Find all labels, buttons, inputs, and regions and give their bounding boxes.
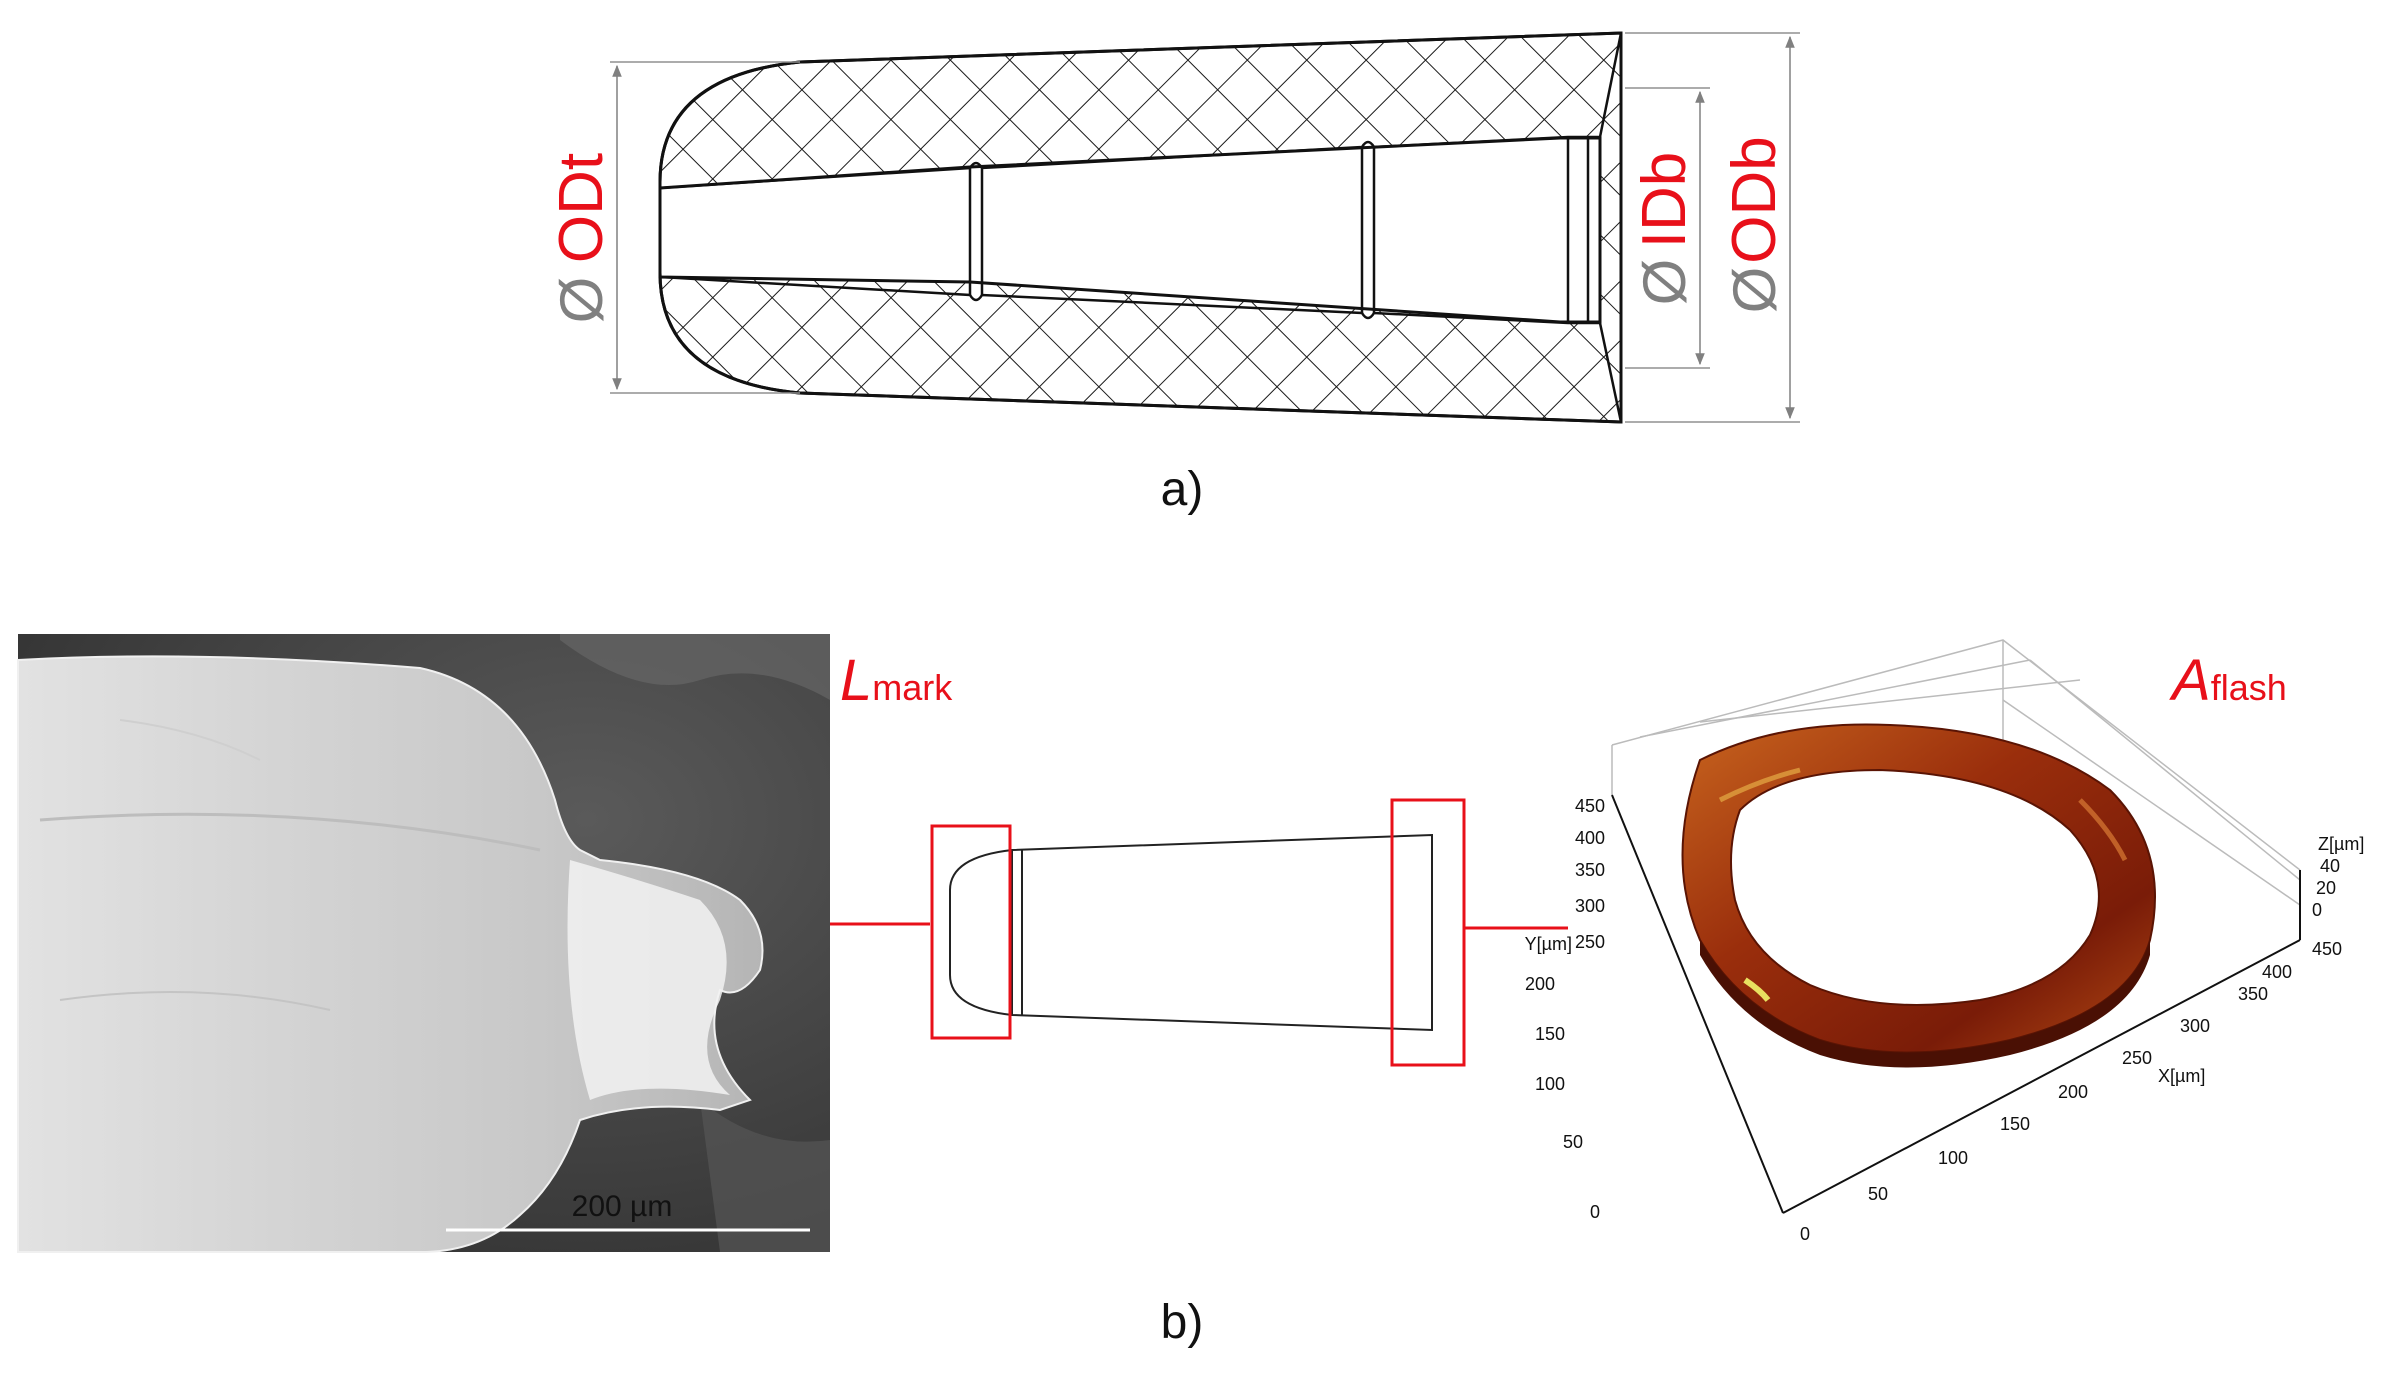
x-tick-400: 400: [2262, 962, 2292, 982]
x-tick-200: 200: [2058, 1082, 2088, 1102]
y-tick-0: 0: [1590, 1202, 1600, 1222]
label-idb: IDb: [1630, 152, 1699, 248]
label-a-flash: Aflash: [2169, 648, 2287, 713]
x-tick-250: 250: [2122, 1048, 2152, 1068]
x-tick-350: 350: [2238, 984, 2268, 1004]
part-cross-section: [658, 31, 1623, 424]
x-axis-label: X[µm]: [2158, 1066, 2205, 1086]
dimension-id-base: Ø IDb: [1625, 87, 1710, 369]
part-outline-schematic: [949, 833, 1433, 1032]
y-tick-50: 50: [1563, 1132, 1583, 1152]
l-mark-main: L: [840, 648, 872, 713]
z-axis-label: Z[µm]: [2318, 834, 2364, 854]
hatched-wall: [658, 31, 1623, 424]
plot-3d-box: [1611, 639, 2301, 940]
y-axis-label: Y[µm]: [1525, 934, 1572, 954]
sem-micrograph: 200 µm: [17, 634, 830, 1253]
x-tick-450: 450: [2312, 939, 2342, 959]
x-tick-150: 150: [2000, 1114, 2030, 1134]
label-odb: ODb: [1720, 136, 1789, 263]
y-tick-200: 200: [1525, 974, 1555, 994]
panel-b: 200 µm Lmark Aflash: [17, 634, 2364, 1349]
y-tick-250: 250: [1575, 932, 1605, 952]
svg-text:Lmark: Lmark: [840, 648, 953, 713]
bore-outline: [658, 32, 1623, 423]
x-tick-300: 300: [2180, 1016, 2210, 1036]
dimension-od-tip: Ø ODt: [547, 61, 800, 394]
a-flash-main: A: [2169, 648, 2211, 713]
z-axis-ticks: 0 20 40 Z[µm]: [2312, 834, 2364, 920]
dimension-od-base: Ø ODb: [1625, 32, 1800, 423]
plot-3d: 0 50 100 150 200 250 300 350 400 450 Y[µ…: [1525, 639, 2364, 1244]
z-tick-0: 0: [2312, 900, 2322, 920]
z-tick-20: 20: [2316, 878, 2336, 898]
caption-a: a): [1161, 463, 1204, 516]
diameter-symbol-odt: Ø: [548, 277, 615, 324]
panel-a: Ø ODt Ø IDb Ø ODb a): [547, 31, 1800, 516]
y-tick-450: 450: [1575, 796, 1605, 816]
y-tick-300: 300: [1575, 896, 1605, 916]
highlight-box-tip: [930, 824, 1012, 1040]
l-mark-sub: mark: [872, 667, 953, 708]
y-tick-150: 150: [1535, 1024, 1565, 1044]
label-odt: ODt: [547, 153, 616, 263]
diameter-symbol-odb: Ø: [1721, 267, 1788, 314]
x-tick-100: 100: [1938, 1148, 1968, 1168]
scale-bar-label: 200 µm: [572, 1190, 673, 1223]
x-tick-50: 50: [1868, 1184, 1888, 1204]
y-tick-100: 100: [1535, 1074, 1565, 1094]
y-tick-350: 350: [1575, 860, 1605, 880]
highlight-box-base: [1390, 798, 1466, 1067]
flash-ring-surface: [1681, 723, 2156, 1068]
label-l-mark: Lmark: [840, 648, 953, 713]
sem-tip-body: [17, 655, 764, 1253]
plot-3d-axes: [1611, 794, 2301, 1214]
svg-text:Aflash: Aflash: [2169, 648, 2287, 713]
caption-b: b): [1161, 1296, 1204, 1349]
y-tick-400: 400: [1575, 828, 1605, 848]
x-axis-ticks: 0 50 100 150 200 250 300 350 400 450 X[µ…: [1800, 939, 2342, 1244]
z-tick-40: 40: [2320, 856, 2340, 876]
diameter-symbol-idb: Ø: [1631, 259, 1698, 306]
y-axis-ticks: 0 50 100 150 200 250 300 350 400 450 Y[µ…: [1525, 796, 1605, 1222]
a-flash-sub: flash: [2211, 667, 2287, 708]
x-tick-0: 0: [1800, 1224, 1810, 1244]
